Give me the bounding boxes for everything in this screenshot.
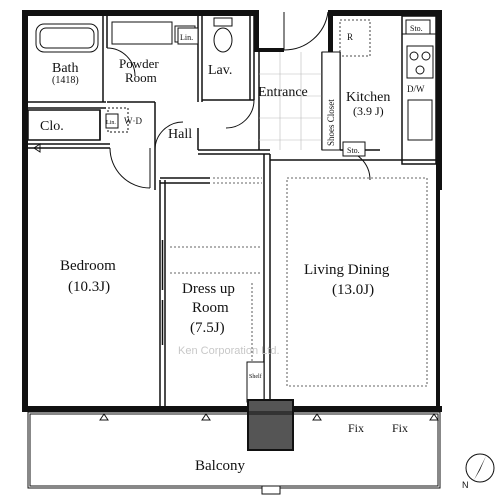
linen-label-2: Lin. bbox=[106, 120, 116, 126]
washer-dryer-label: W·D bbox=[124, 116, 142, 126]
bedroom-label: Bedroom bbox=[60, 258, 116, 274]
entrance-tiles bbox=[259, 52, 322, 150]
kitchen-label: Kitchen bbox=[346, 90, 390, 105]
watermark: Ken Corporation Ltd. bbox=[178, 345, 280, 357]
storage-label-1: Sto. bbox=[410, 24, 423, 33]
balcony-outline bbox=[27, 411, 441, 495]
sash-markers bbox=[33, 143, 439, 421]
linen-boxes bbox=[105, 27, 199, 129]
living-dining-label: Living Dining bbox=[304, 262, 390, 278]
fridge-box bbox=[339, 19, 371, 57]
hall-label: Hall bbox=[168, 127, 192, 142]
balcony-label: Balcony bbox=[195, 458, 245, 474]
bath-size-label: (1418) bbox=[52, 75, 79, 86]
shelf-label: Shelf bbox=[249, 373, 262, 380]
powder-room-label-1: Powder bbox=[119, 56, 159, 71]
toilet bbox=[213, 17, 233, 53]
dress-up-size-label: (7.5J) bbox=[190, 320, 225, 336]
storage-label-2: Sto. bbox=[347, 146, 360, 155]
dress-up-label-1: Dress up bbox=[182, 281, 235, 297]
dishwasher-label: D/W bbox=[407, 84, 425, 94]
bath-label: Bath bbox=[52, 61, 78, 76]
dress-up-label-2: Room bbox=[192, 300, 229, 316]
pipe-shaft bbox=[247, 399, 294, 451]
linen-label-1: Lin. bbox=[180, 33, 193, 42]
fridge-label: R bbox=[347, 32, 353, 42]
powder-room-label-2: Room bbox=[125, 70, 157, 85]
entrance-label: Entrance bbox=[258, 85, 308, 100]
kitchen-fixtures bbox=[402, 33, 436, 141]
closet-label: Clo. bbox=[40, 119, 64, 134]
storage-boxes bbox=[342, 19, 431, 157]
living-dining-area bbox=[286, 177, 428, 387]
shoes-closet-box bbox=[321, 51, 341, 151]
shelf-box bbox=[246, 361, 265, 403]
shoes-closet-label: Shoes Closet bbox=[326, 99, 336, 146]
living-dining-size-label: (13.0J) bbox=[332, 282, 374, 298]
lav-label: Lav. bbox=[208, 63, 232, 78]
doors bbox=[99, 11, 371, 189]
dress-room-rails bbox=[170, 177, 262, 362]
fix-label-2: Fix bbox=[392, 421, 408, 435]
fix-label-1: Fix bbox=[348, 421, 364, 435]
bathtub bbox=[35, 23, 99, 53]
outer-walls bbox=[22, 10, 442, 412]
kitchen-size-label: (3.9 J) bbox=[353, 104, 384, 118]
bedroom-size-label: (10.3J) bbox=[68, 279, 110, 295]
compass-north-label: N bbox=[462, 480, 469, 490]
compass-icon: N bbox=[462, 453, 495, 490]
